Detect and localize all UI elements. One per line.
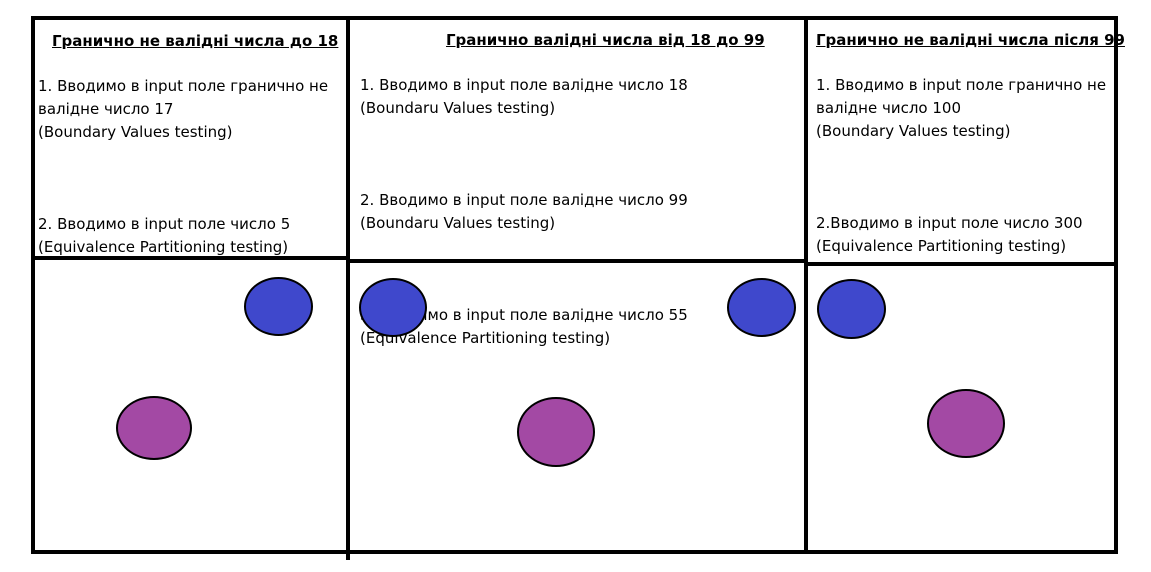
row-divider-left <box>31 256 350 260</box>
column-title-invalid-above: Гранично не валідні числа після 99 <box>816 31 1125 49</box>
equivalence-marker-300 <box>927 389 1005 458</box>
boundary-marker-18 <box>359 278 427 337</box>
boundary-marker-100 <box>817 279 886 339</box>
test-case-item: 1. Вводимо в input поле валідне число 18… <box>360 76 688 117</box>
column-body-invalid-above: 1. Вводимо в input поле гранично не валі… <box>816 51 1112 281</box>
frame-bottom-line <box>31 550 1118 554</box>
frame-left-line <box>31 16 35 554</box>
row-divider-right <box>804 262 1118 266</box>
test-case-item: 1. Вводимо в input поле гранично не валі… <box>38 77 329 141</box>
test-case-item: 2. Вводимо в input поле валідне число 99… <box>360 191 688 232</box>
divider-line-2 <box>804 16 808 554</box>
row-divider-middle <box>346 259 808 263</box>
test-case-item: 2.Вводимо в input поле число 300 (Equiva… <box>816 214 1083 255</box>
frame-right-line <box>1114 16 1118 554</box>
divider-line-1 <box>346 16 350 560</box>
column-title-valid-range: Гранично валідні числа від 18 до 99 <box>446 31 765 49</box>
frame-top-line <box>31 16 1118 20</box>
boundary-marker-99 <box>727 278 796 337</box>
column-title-invalid-below: Гранично не валідні числа до 18 <box>52 32 339 50</box>
column-body-invalid-below: 1. Вводимо в input поле гранично не валі… <box>38 52 343 282</box>
test-case-item: 2. Вводимо в input поле число 5 (Equival… <box>38 215 291 256</box>
equivalence-marker-5 <box>116 396 192 460</box>
equivalence-marker-55 <box>517 397 595 467</box>
boundary-marker-17 <box>244 277 313 336</box>
test-case-item: 1. Вводимо в input поле гранично не валі… <box>816 76 1107 140</box>
